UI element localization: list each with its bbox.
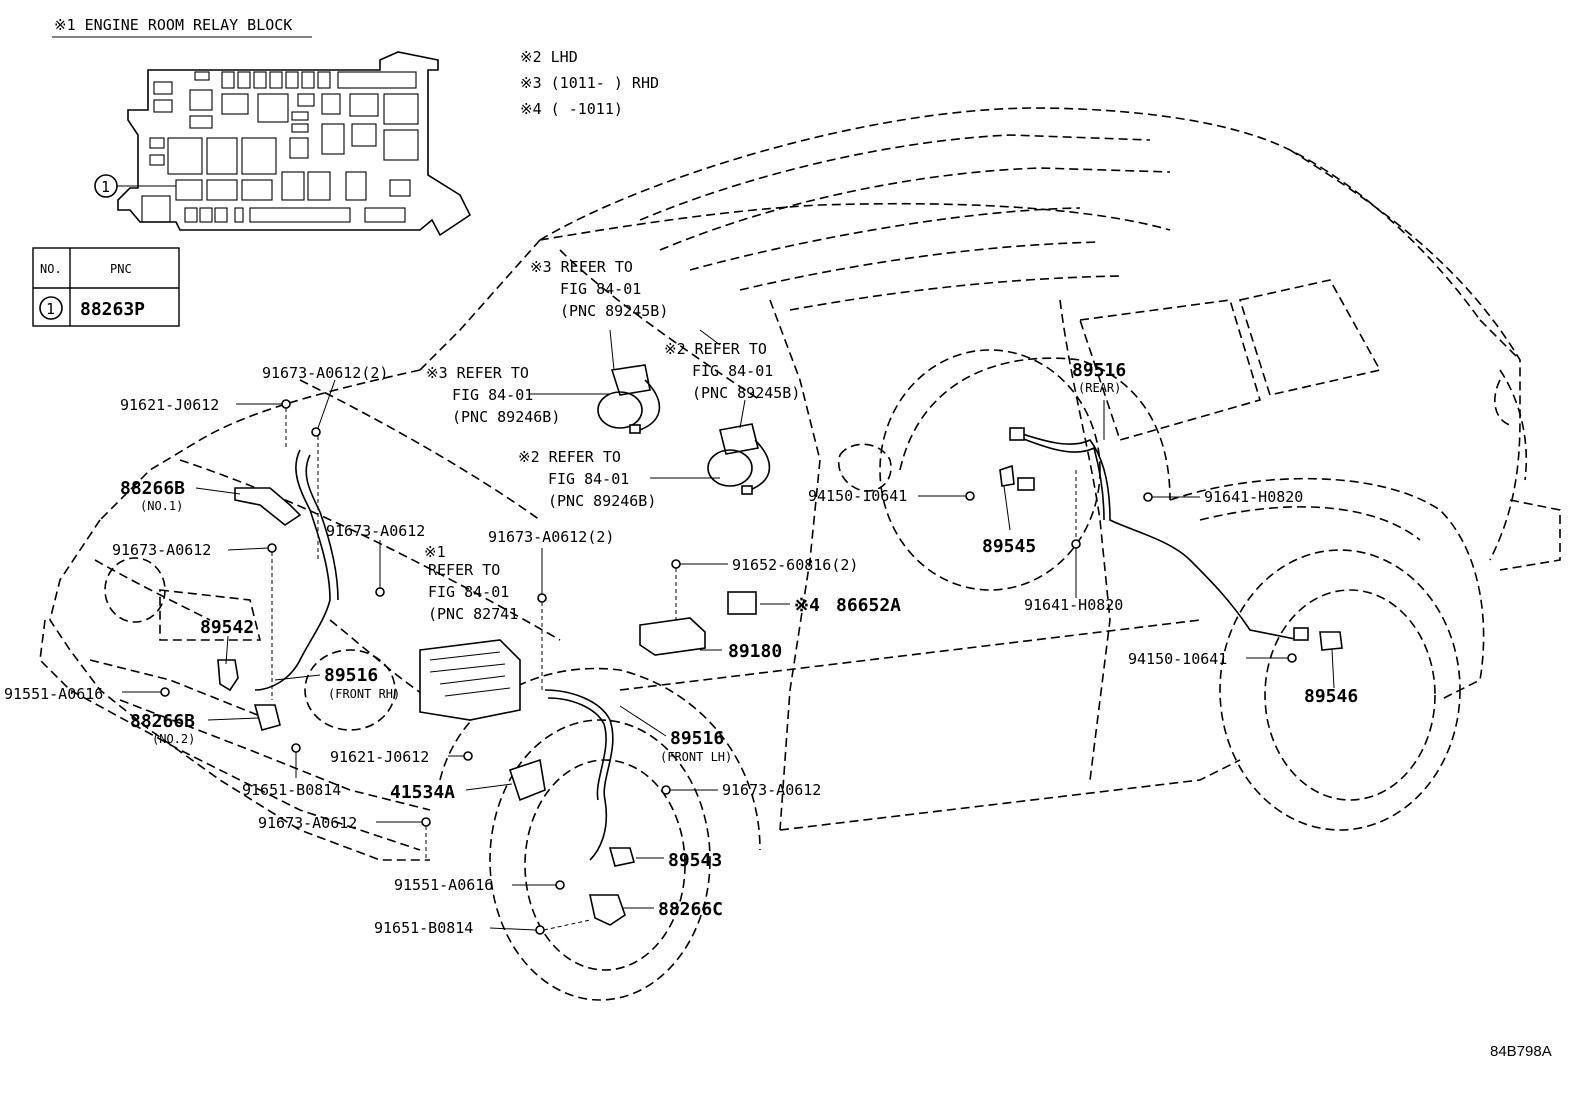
footnotes: ※2 LHD ※3 (1011- ) RHD ※4 ( -1011) (520, 48, 659, 118)
ref-89245b-rhd-2: FIG 84-01 (560, 280, 641, 298)
ref-89245b-lhd-1: ※2 REFER TO (664, 340, 767, 358)
table-header-no: NO. (40, 262, 62, 276)
reference-notes: ※3 REFER TO FIG 84-01 (PNC 89245B) ※2 RE… (424, 258, 800, 623)
ref-89246b-rhd-2: FIG 84-01 (452, 386, 533, 404)
label-88266b-no1: 88266B (120, 478, 185, 499)
table-row-no: 1 (46, 300, 55, 318)
ref-89245b-rhd-1: ※3 REFER TO (530, 258, 633, 276)
ref-89245b-lhd-2: FIG 84-01 (692, 362, 773, 380)
label-88266b-no2: 88266B (130, 711, 195, 732)
label-89516-rear-sub: (REAR) (1078, 381, 1121, 395)
note-lhd: ※2 LHD (520, 48, 578, 66)
parts (217, 364, 1343, 926)
note-date: ※4 ( -1011) (520, 100, 623, 118)
label-86652a: 86652A (836, 595, 901, 616)
ref-89246b-lhd-3: (PNC 89246B) (548, 492, 656, 510)
label-91551-a0616-left: 91551-A0616 (4, 685, 103, 703)
label-89546: 89546 (1304, 686, 1358, 707)
vehicle-outline (39, 107, 1561, 1001)
label-89516-front-lh: 89516 (670, 728, 724, 749)
label-88266b-no1-sub: (NO.1) (140, 499, 183, 513)
ref-89245b-rhd-3: (PNC 89245B) (560, 302, 668, 320)
note-rhd: ※3 (1011- ) RHD (520, 74, 659, 92)
label-91673-a0612-mid: 91673-A0612 (326, 522, 425, 540)
table-header-pnc: PNC (110, 262, 132, 276)
label-86652a-mark: ※4 (794, 595, 820, 616)
ref-89245b-lhd-3: (PNC 89245B) (692, 384, 800, 402)
ref-82741-3: FIG 84-01 (428, 583, 509, 601)
label-91621-j0612-top: 91621-J0612 (120, 396, 219, 414)
relay-block-inset: ※1 ENGINE ROOM RELAY BLOCK (52, 16, 472, 237)
label-89516-front-rh: 89516 (324, 665, 378, 686)
label-91641-h0820-low: 91641-H0820 (1024, 596, 1123, 614)
label-88266c: 88266C (658, 899, 723, 920)
part-labels: 91673-A0612(2) 91621-J0612 88266B (NO.1)… (4, 360, 1358, 937)
label-91673-a0612-left: 91673-A0612 (112, 541, 211, 559)
ref-89246b-rhd-3: (PNC 89246B) (452, 408, 560, 426)
label-89516-rear: 89516 (1072, 360, 1126, 381)
label-89516-front-rh-sub: (FRONT RH) (328, 687, 400, 701)
label-91673-a0612-right: 91673-A0612 (722, 781, 821, 799)
label-94150-10641-low: 94150-10641 (1128, 650, 1227, 668)
ref-82741-2: REFER TO (428, 561, 500, 579)
label-91641-h0820-right: 91641-H0820 (1204, 488, 1303, 506)
label-89543: 89543 (668, 850, 722, 871)
inset-title: ※1 ENGINE ROOM RELAY BLOCK (54, 16, 292, 34)
label-89516-front-lh-sub: (FRONT LH) (660, 750, 732, 764)
ref-89246b-lhd-1: ※2 REFER TO (518, 448, 621, 466)
label-94150-10641-top: 94150-10641 (808, 487, 907, 505)
label-91673-a0612-low: 91673-A0612 (258, 814, 357, 832)
inset-marker: 1 (101, 178, 110, 196)
label-91673-a0612-2-top: 91673-A0612(2) (262, 364, 388, 382)
pnc-table: NO. PNC 1 88263P (32, 247, 180, 327)
diagram-id: 84B798A (1490, 1043, 1552, 1060)
label-91551-a0616-low: 91551-A0616 (394, 876, 493, 894)
label-89545: 89545 (982, 536, 1036, 557)
ref-82741-1: ※1 (424, 543, 446, 561)
ref-89246b-rhd-1: ※3 REFER TO (426, 364, 529, 382)
label-88266b-no2-sub: (NO.2) (152, 732, 195, 746)
label-91651-b0814-low: 91651-B0814 (374, 919, 473, 937)
label-89180: 89180 (728, 641, 782, 662)
fasteners (160, 399, 1297, 935)
label-91621-j0612-low: 91621-J0612 (330, 748, 429, 766)
table-row-pnc: 88263P (80, 299, 145, 320)
ref-89246b-lhd-2: FIG 84-01 (548, 470, 629, 488)
label-91652-60816: 91652-60816(2) (732, 556, 858, 574)
label-91651-b0814-left: 91651-B0814 (242, 781, 341, 799)
label-89542: 89542 (200, 617, 254, 638)
label-41534a: 41534A (390, 782, 455, 803)
leader-lines (122, 329, 1335, 931)
label-91673-a0612-2-mid: 91673-A0612(2) (488, 528, 614, 546)
ref-82741-4: (PNC 82741 (428, 605, 518, 623)
